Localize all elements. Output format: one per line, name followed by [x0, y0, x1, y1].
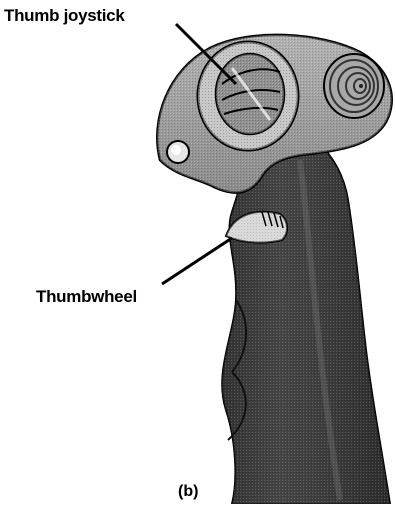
- thumb-joystick-label: Thumb joystick: [4, 7, 125, 24]
- thumbwheel-label: Thumbwheel: [36, 288, 137, 305]
- spiral-button: [324, 54, 384, 118]
- panel-label: (b): [178, 484, 198, 500]
- side-button: [167, 141, 189, 163]
- thumb-joystick: [198, 42, 298, 150]
- thumbwheel-leader-line: [162, 238, 232, 284]
